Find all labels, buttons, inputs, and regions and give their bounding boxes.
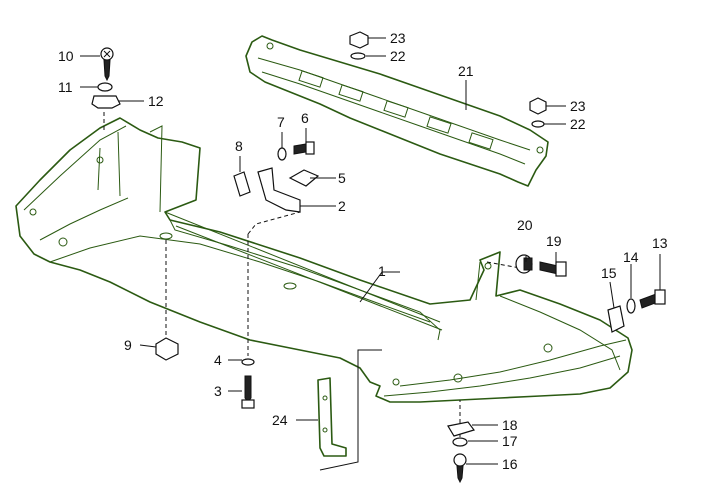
callout-23b: 23: [570, 98, 586, 114]
callout-3: 3: [214, 383, 222, 399]
callout-22b: 22: [570, 116, 586, 132]
bracket-icon-2: [257, 167, 301, 213]
callout-9: 9: [124, 337, 132, 353]
hardware: [91, 31, 666, 484]
callout-14: 14: [623, 249, 639, 265]
nut-icon-23a: [349, 31, 369, 49]
screw-icon-16: [453, 453, 467, 484]
callout-8: 8: [235, 138, 243, 154]
callout-24: 24: [272, 412, 288, 428]
grommet-icon-20: [515, 254, 533, 274]
bolt-icon-19: [539, 261, 567, 277]
bracket-nut-icon-5: [288, 169, 320, 187]
callout-11: 11: [58, 79, 73, 95]
clip-icon-15: [607, 305, 625, 333]
bolt-icon-13: [639, 289, 666, 309]
screw-icon-3: [241, 375, 255, 409]
part-21-reinforcement-bar: [245, 35, 549, 187]
washer-icon-17: [452, 437, 468, 447]
callout-10: 10: [58, 48, 74, 64]
part-24-side-bracket: [317, 377, 347, 457]
bolt-icon-6: [293, 141, 315, 155]
callout-1: 1: [378, 263, 386, 279]
callout-22a: 22: [390, 48, 406, 64]
callout-16: 16: [502, 456, 518, 472]
assembly-lines: [103, 112, 521, 471]
screw-icon-10: [100, 47, 114, 82]
washer-icon-22b: [531, 120, 545, 128]
callout-17: 17: [502, 433, 518, 449]
callout-18: 18: [502, 417, 518, 433]
washer-icon-14: [626, 298, 636, 314]
callout-2: 2: [338, 198, 346, 214]
clip-nut-icon-12: [91, 95, 121, 109]
callout-15: 15: [601, 265, 617, 281]
nut-icon-23b: [529, 97, 547, 115]
clip-nut-icon-18: [447, 421, 475, 437]
callout-labels: 1 2 3 4 5 6 7 8 9 10 11 12 13 14 15 16 1…: [58, 30, 668, 472]
washer-icon-22a: [350, 52, 366, 60]
washer-icon-4: [241, 358, 255, 366]
callout-4: 4: [214, 352, 222, 368]
washer-icon-11: [97, 82, 113, 92]
callout-6: 6: [301, 110, 309, 126]
callout-13: 13: [652, 235, 668, 251]
leader-lines: [80, 37, 661, 465]
clip-icon-8: [233, 171, 251, 197]
part-1-under-panel: [15, 117, 633, 403]
nut-icon-9: [155, 337, 179, 361]
callout-7: 7: [277, 114, 285, 130]
washer-icon-7: [277, 147, 287, 161]
callout-5: 5: [338, 170, 346, 186]
callout-19: 19: [546, 233, 562, 249]
callout-20: 20: [517, 217, 533, 233]
callout-12: 12: [148, 93, 164, 109]
callout-21: 21: [458, 63, 474, 79]
callout-23a: 23: [390, 30, 406, 46]
